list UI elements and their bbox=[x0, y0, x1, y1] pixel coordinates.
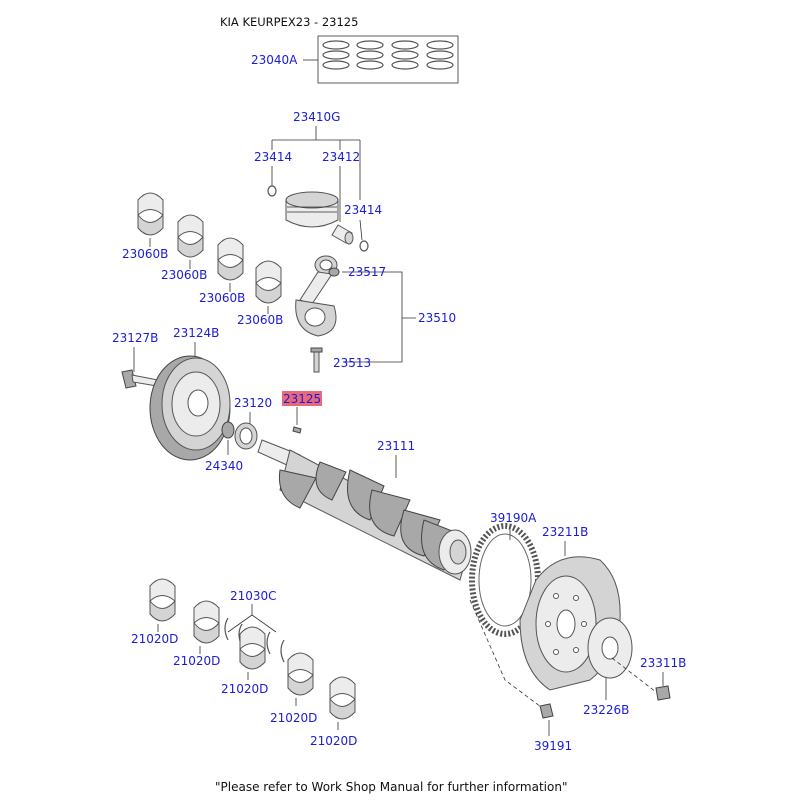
main-bearing-5[interactable] bbox=[329, 676, 356, 720]
ring-4 bbox=[426, 40, 454, 70]
label-23311B[interactable]: 23311B bbox=[640, 656, 686, 670]
ring-set-box bbox=[317, 35, 459, 84]
label-23111[interactable]: 23111 bbox=[377, 439, 415, 453]
piston-ring-set[interactable] bbox=[317, 35, 459, 84]
label-24340[interactable]: 24340 bbox=[205, 459, 243, 473]
main-bearing-4[interactable] bbox=[287, 652, 314, 696]
label-23211B[interactable]: 23211B bbox=[542, 525, 588, 539]
label-21020D-1[interactable]: 21020D bbox=[131, 632, 178, 646]
label-21030C[interactable]: 21030C bbox=[230, 589, 277, 603]
flexplate-adapter-plate[interactable] bbox=[587, 617, 633, 679]
label-23060B-3[interactable]: 23060B bbox=[199, 291, 245, 305]
label-23414-top[interactable]: 23414 bbox=[254, 150, 292, 164]
small-end-bushing[interactable] bbox=[328, 267, 340, 277]
front-oil-seal[interactable] bbox=[234, 422, 258, 450]
pulley-bolt[interactable] bbox=[121, 369, 159, 389]
crankshaft[interactable] bbox=[257, 439, 472, 581]
ring-1 bbox=[322, 40, 350, 70]
label-23412[interactable]: 23412 bbox=[322, 150, 360, 164]
seal-24340[interactable] bbox=[221, 421, 235, 439]
bracket-23410G bbox=[271, 126, 361, 200]
conrod-bolt[interactable] bbox=[310, 347, 323, 373]
conrod-bearing-4[interactable] bbox=[255, 260, 282, 304]
thrust-washer-3[interactable] bbox=[266, 631, 271, 655]
bracket-21030C bbox=[227, 604, 277, 633]
dashed-bolt-line bbox=[611, 657, 657, 693]
ring-2 bbox=[356, 40, 384, 70]
flexplate-bolt[interactable] bbox=[655, 685, 671, 701]
piston-pin[interactable] bbox=[331, 224, 354, 245]
reluctor-ring-bolt[interactable] bbox=[539, 703, 554, 719]
snap-ring-right[interactable] bbox=[359, 240, 369, 252]
label-21020D-5[interactable]: 21020D bbox=[310, 734, 357, 748]
label-23414-right[interactable]: 23414 bbox=[344, 203, 382, 217]
main-bearing-3[interactable] bbox=[239, 626, 266, 670]
diagram-title: KIA KEURPEX23 - 23125 bbox=[220, 15, 358, 29]
ring-3 bbox=[391, 40, 419, 70]
label-23060B-4[interactable]: 23060B bbox=[237, 313, 283, 327]
footer-note: "Please refer to Work Shop Manual for fu… bbox=[215, 780, 567, 794]
label-23510[interactable]: 23510 bbox=[418, 311, 456, 325]
label-23410G[interactable]: 23410G bbox=[293, 110, 340, 124]
thrust-washer-1[interactable] bbox=[224, 617, 229, 641]
crankshaft-damper-pulley[interactable] bbox=[149, 355, 231, 461]
label-39191[interactable]: 39191 bbox=[534, 739, 572, 753]
label-23513[interactable]: 23513 bbox=[333, 356, 371, 370]
dashed-ring-bolt-line bbox=[469, 599, 546, 711]
label-21020D-3[interactable]: 21020D bbox=[221, 682, 268, 696]
conrod-bearing-3[interactable] bbox=[217, 237, 244, 281]
label-23127B[interactable]: 23127B bbox=[112, 331, 158, 345]
label-23226B[interactable]: 23226B bbox=[583, 703, 629, 717]
piston[interactable] bbox=[285, 191, 339, 228]
label-23060B-1[interactable]: 23060B bbox=[122, 247, 168, 261]
label-23517[interactable]: 23517 bbox=[348, 265, 386, 279]
label-23124B[interactable]: 23124B bbox=[173, 326, 219, 340]
label-21020D-4[interactable]: 21020D bbox=[270, 711, 317, 725]
leader-23414-right bbox=[359, 219, 363, 241]
label-23120[interactable]: 23120 bbox=[234, 396, 272, 410]
highlight-23125 bbox=[282, 391, 322, 406]
label-23040A[interactable]: 23040A bbox=[251, 53, 298, 67]
label-39190A[interactable]: 39190A bbox=[490, 511, 537, 525]
bracket-23510 bbox=[342, 271, 416, 363]
connecting-rod[interactable] bbox=[295, 255, 338, 337]
label-23125[interactable]: 23125 bbox=[283, 392, 321, 406]
conrod-bearing-1[interactable] bbox=[137, 192, 164, 236]
main-bearing-1[interactable] bbox=[149, 578, 176, 622]
label-21020D-2[interactable]: 21020D bbox=[173, 654, 220, 668]
crankshaft-key[interactable] bbox=[292, 426, 302, 434]
snap-ring-left[interactable] bbox=[267, 185, 277, 197]
thrust-washer-4[interactable] bbox=[280, 639, 285, 663]
main-bearing-2[interactable] bbox=[193, 600, 220, 644]
conrod-bearing-2[interactable] bbox=[177, 214, 204, 258]
label-23060B-2[interactable]: 23060B bbox=[161, 268, 207, 282]
